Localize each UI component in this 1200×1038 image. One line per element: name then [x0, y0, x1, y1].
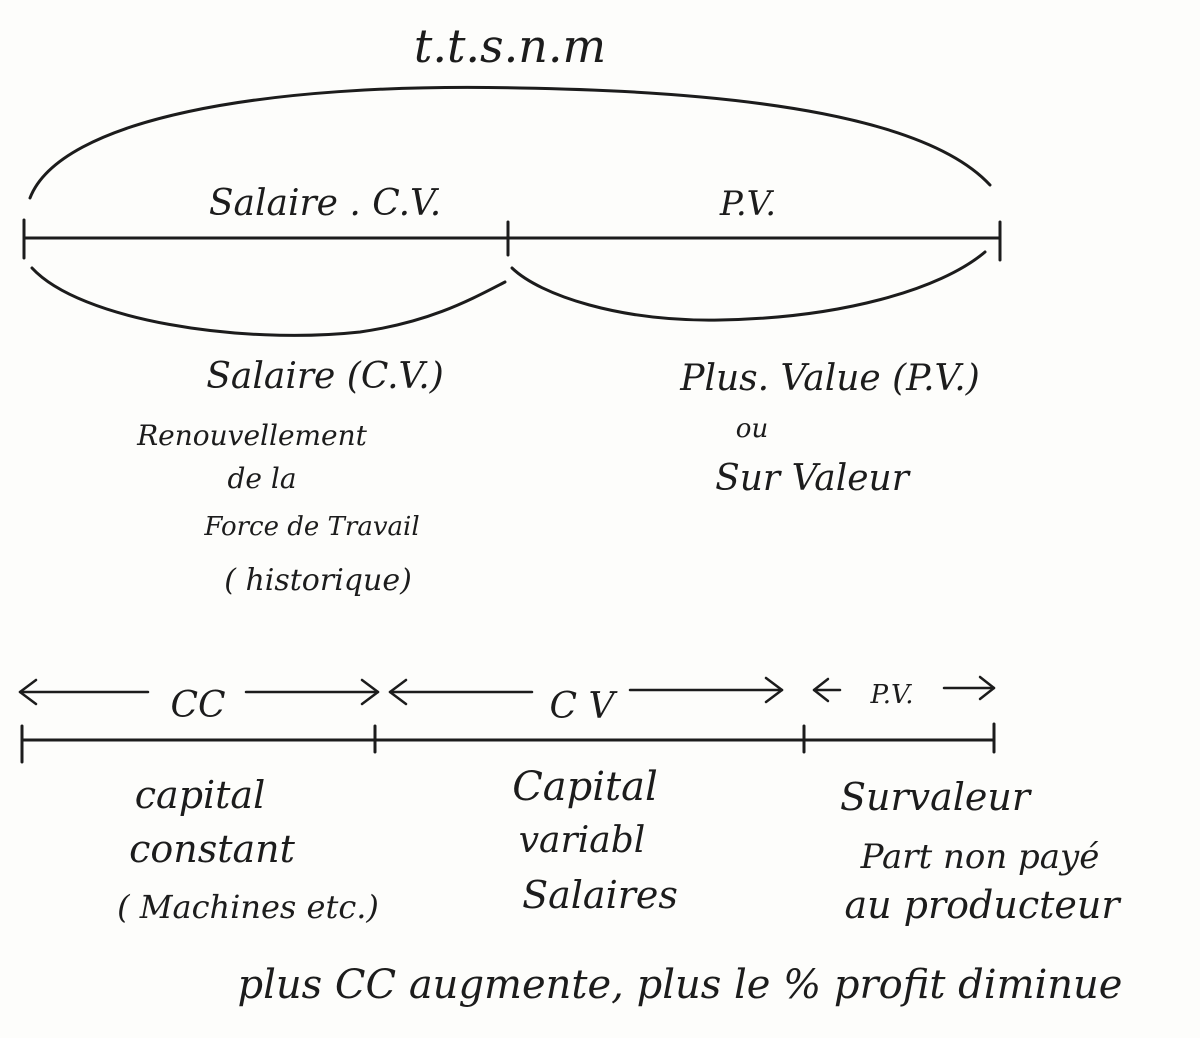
cv-line-2: variabl — [519, 820, 646, 861]
top-right-segment-label: P.V. — [719, 184, 776, 224]
pv-description: Survaleur Part non payé au producteur — [840, 775, 1122, 927]
footer-note: plus CC augmente, plus le % profit dimin… — [238, 962, 1123, 1008]
top-bar — [22, 218, 1002, 262]
left-block: Salaire (C.V.) Renouvellement de la Forc… — [136, 356, 444, 598]
left-block-heading: Salaire (C.V.) — [206, 356, 444, 397]
left-block-line-3: Force de Travail — [203, 512, 419, 542]
pv-arrow — [812, 675, 996, 703]
left-block-line-1: Renouvellement — [136, 419, 368, 452]
bottom-bar — [20, 722, 996, 764]
cc-arrow — [18, 678, 380, 706]
pv-line-3: au producteur — [844, 883, 1122, 927]
cv-description: Capital variabl Salaires — [512, 764, 678, 917]
right-block-heading: Plus. Value (P.V.) — [679, 358, 980, 399]
cv-label: C V — [550, 686, 619, 727]
pv-line-1: Survaleur — [840, 775, 1033, 819]
cv-arrow — [388, 676, 784, 706]
cc-description: capital constant ( Machines etc.) — [117, 773, 379, 926]
pv-label: P.V. — [870, 680, 914, 710]
left-lower-brace — [30, 266, 507, 337]
right-block-alternate: Sur Valeur — [715, 458, 911, 499]
right-lower-brace — [510, 250, 987, 322]
left-block-line-4: ( historique) — [224, 563, 412, 598]
right-block: Plus. Value (P.V.) ou Sur Valeur — [679, 358, 980, 499]
cc-line-2: constant — [129, 827, 296, 871]
top-arc — [28, 85, 992, 200]
left-block-line-2: de la — [227, 462, 296, 495]
cv-line-3: Salaires — [522, 873, 678, 917]
cc-line-3: ( Machines etc.) — [117, 888, 379, 926]
right-block-connector: ou — [736, 414, 768, 444]
cv-line-1: Capital — [512, 764, 658, 810]
pv-line-2: Part non payé — [860, 837, 1100, 877]
cc-label: CC — [170, 685, 225, 726]
cc-line-1: capital — [135, 773, 266, 817]
top-left-segment-label: Salaire . C.V. — [209, 183, 441, 224]
top-title: t.t.s.n.m — [414, 19, 606, 73]
